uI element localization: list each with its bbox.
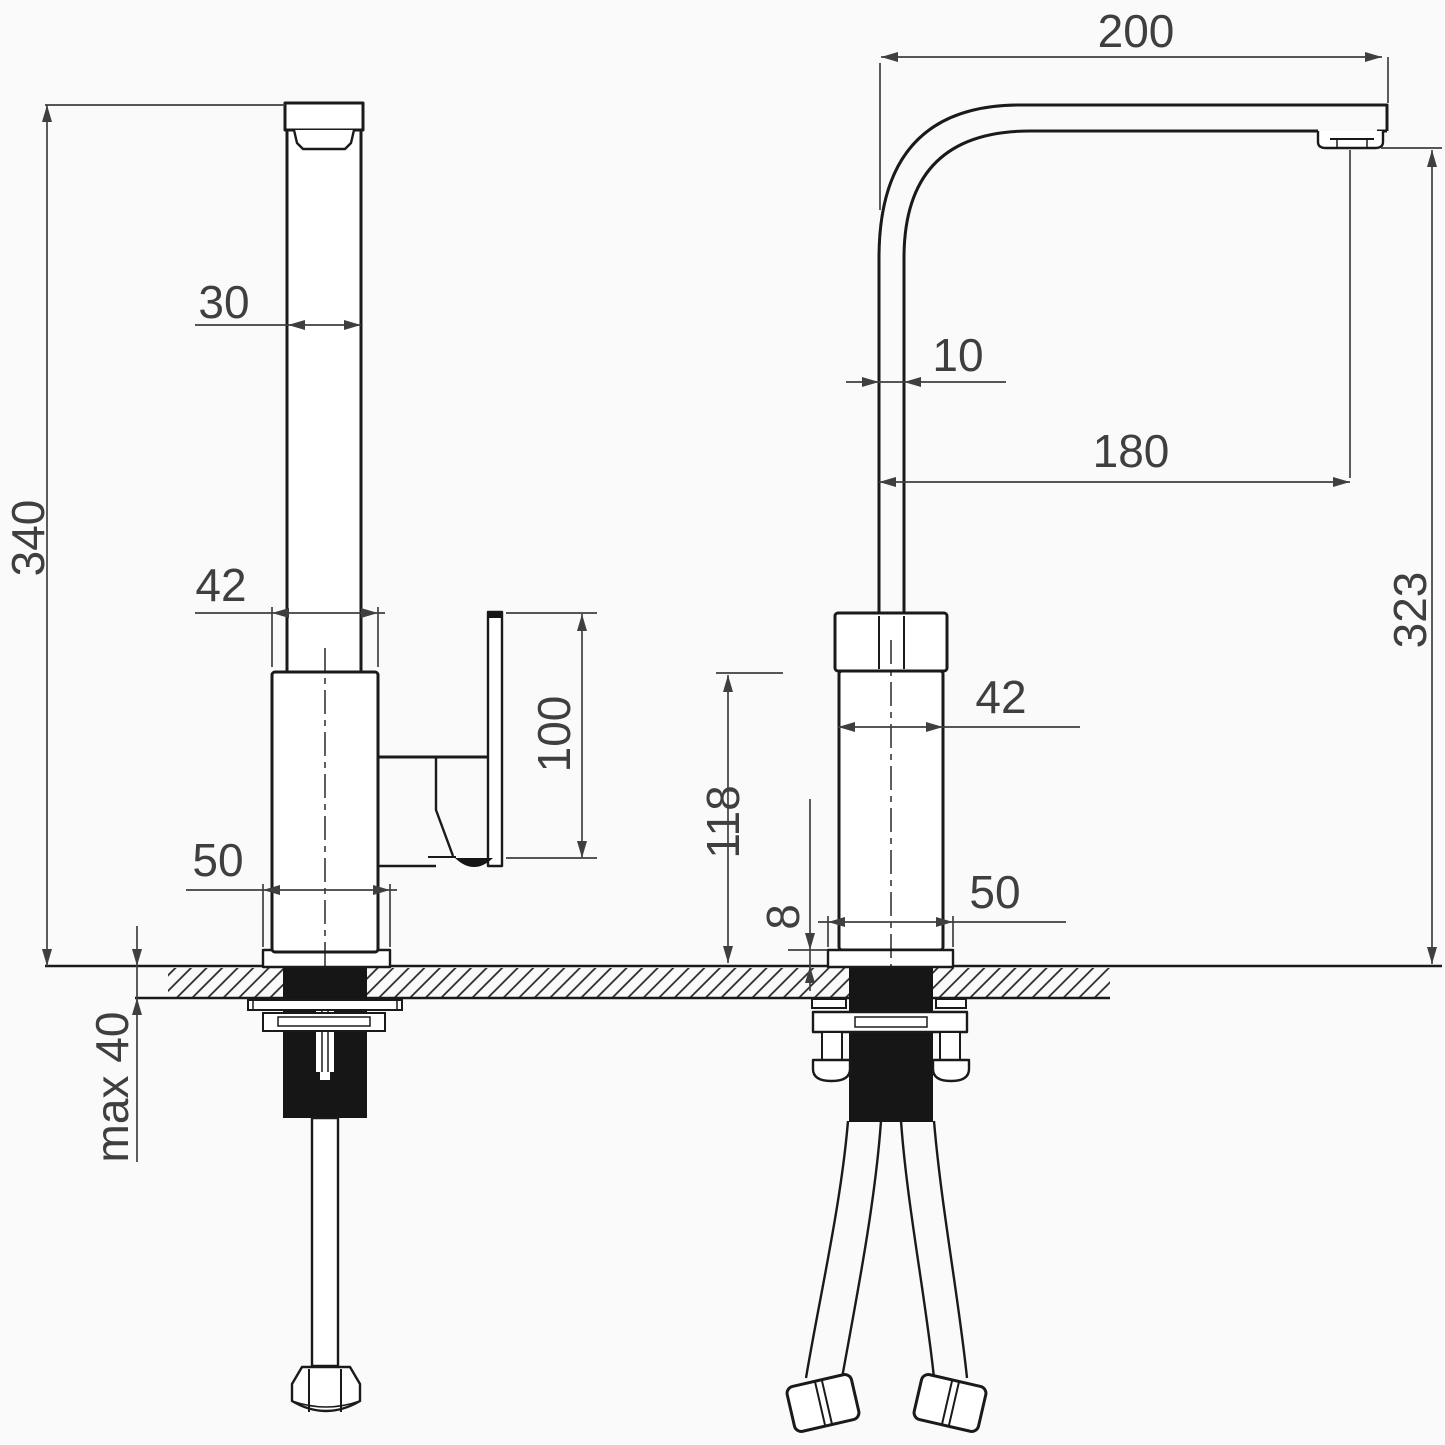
dim-label-200: 200	[1098, 5, 1175, 57]
spout-inner-curve	[902, 129, 1318, 671]
stud-nut-cup-left	[811, 1058, 852, 1083]
slot-notch	[320, 1072, 330, 1080]
dim-label-8: 8	[757, 904, 809, 930]
aerator-side	[292, 129, 356, 151]
dim-label-118: 118	[697, 785, 749, 858]
clamp-bracket-front	[811, 1010, 969, 1034]
spout-cap	[283, 101, 365, 132]
dim-label-100: 100	[528, 696, 580, 773]
dim-label-30: 30	[198, 276, 249, 328]
dim-label-42-side: 42	[195, 559, 246, 611]
dim-label-42-front: 42	[975, 671, 1026, 723]
mounting-stud-right	[939, 1031, 961, 1063]
spout-outer-curve	[877, 103, 1389, 671]
dim-aerator-reach: 180	[879, 150, 1351, 487]
side-view-under-deck	[247, 968, 403, 1413]
dimensions: 340 max 40 30 42 50	[2, 5, 1442, 1162]
dim-base-width-front: 50	[818, 866, 1066, 947]
dim-body-width-front: 42	[838, 671, 1080, 732]
dim-total-height: 340	[2, 104, 285, 966]
clamp-bracket-slot	[277, 1016, 371, 1027]
clamp-bracket-slot-front	[854, 1016, 928, 1028]
dim-base-plate-height: 8	[757, 799, 827, 991]
hose-connector-left	[785, 1373, 861, 1433]
dim-label-10: 10	[932, 329, 983, 381]
dim-label-50-side: 50	[192, 834, 243, 886]
dim-label-323: 323	[1384, 572, 1436, 649]
handle-pivot-dome	[455, 858, 493, 867]
mounting-block-front	[849, 968, 933, 1122]
front-view-faucet	[826, 103, 1389, 969]
side-view-faucet	[261, 101, 504, 969]
front-view-under-deck	[785, 968, 988, 1433]
handle-lever-tip	[488, 612, 502, 618]
dim-label-340: 340	[2, 500, 54, 577]
washer-stub-left	[811, 998, 847, 1009]
hex-nut-bottom-edge	[291, 1400, 361, 1408]
countertop-deck	[45, 964, 1442, 1000]
dim-tube-width: 10	[846, 329, 1006, 387]
washer-plate	[247, 999, 403, 1011]
dim-body-height: 118	[697, 672, 783, 963]
aerator-notch-sides	[1336, 139, 1368, 147]
dim-spout-reach: 200	[879, 5, 1389, 210]
dim-label-50-front: 50	[969, 866, 1020, 918]
spout-column	[285, 128, 363, 674]
washer-plate-tabs	[252, 1000, 398, 1010]
supply-hoses	[804, 1120, 969, 1379]
hose-connector-right	[912, 1373, 988, 1433]
handle-lever-blade	[486, 610, 504, 868]
dim-handle-height: 100	[506, 612, 597, 859]
stud-nut-cup-right	[931, 1058, 971, 1083]
dim-body-width-side: 42	[195, 559, 385, 667]
clamp-bracket	[262, 1012, 386, 1032]
washer-stub-right	[935, 998, 967, 1009]
dim-max-deck: max 40	[86, 926, 142, 1162]
dim-spout-column-width: 30	[195, 276, 361, 330]
tube-through-collar	[878, 616, 905, 669]
dim-label-max40: max 40	[86, 1012, 138, 1163]
handle-pivot-cover	[434, 758, 455, 857]
dim-label-180: 180	[1093, 425, 1170, 477]
dim-base-width-side: 50	[186, 834, 397, 947]
threaded-rod	[310, 1116, 340, 1368]
mounting-stud-left	[821, 1031, 843, 1063]
dim-aerator-height: 323	[1381, 147, 1442, 964]
